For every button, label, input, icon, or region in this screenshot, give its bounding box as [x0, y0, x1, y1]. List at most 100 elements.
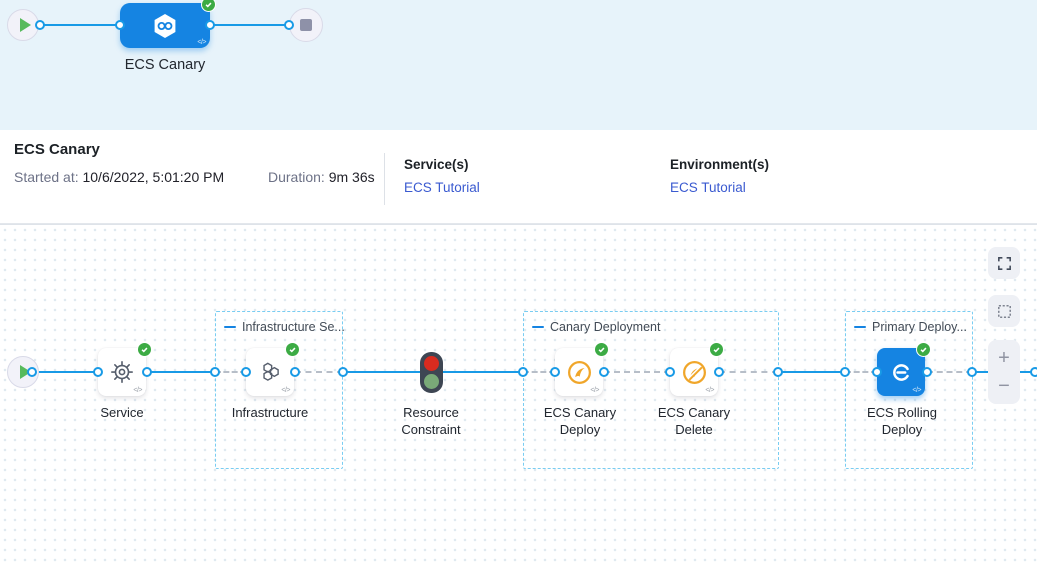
edge — [778, 370, 845, 373]
step-label-ecs-canary-delete: ECS Canary Delete — [657, 405, 731, 437]
marquee-select-button[interactable] — [988, 295, 1020, 327]
connector-dot — [27, 367, 37, 377]
started-label: Started at: — [14, 169, 79, 185]
marquee-select-icon — [997, 304, 1011, 318]
divider — [384, 153, 385, 205]
connector-dot — [922, 367, 932, 377]
step-label-resource-constraint: Resource Constraint — [401, 405, 461, 437]
ecs-rolling-icon — [892, 363, 909, 381]
environments-link[interactable]: ECS Tutorial — [670, 180, 746, 195]
success-check-icon — [285, 342, 300, 357]
zoom-control: + − — [988, 340, 1020, 404]
edge-dashed — [719, 371, 778, 373]
edge-dashed — [295, 371, 343, 373]
traffic-light-green-icon — [424, 374, 439, 390]
traffic-light-red-icon — [424, 355, 439, 371]
success-check-icon — [709, 342, 724, 357]
stage-strip: </> ECS Canary — [0, 0, 1037, 130]
edge — [147, 370, 215, 373]
connector-dot — [205, 20, 215, 30]
group-collapse-primary-deployment[interactable]: Primary Deploy... — [854, 320, 967, 334]
fullscreen-icon — [997, 256, 1011, 270]
zoom-out-button[interactable]: − — [998, 375, 1010, 397]
step-label-ecs-canary-deploy: ECS Canary Deploy — [543, 405, 617, 437]
code-template-icon: </> — [912, 387, 921, 394]
edge-dashed — [604, 371, 670, 373]
group-collapse-infrastructure[interactable]: Infrastructure Se... — [224, 320, 345, 334]
edge — [32, 370, 98, 373]
services-heading: Service(s) — [404, 157, 469, 172]
step-node-infrastructure[interactable]: </> — [246, 342, 300, 396]
gear-icon — [111, 361, 133, 383]
connector-dot — [872, 367, 882, 377]
group-label: Canary Deployment — [550, 320, 661, 334]
stage-node-ecs-canary[interactable]: </> — [120, 0, 216, 48]
connector-dot — [967, 367, 977, 377]
fullscreen-button[interactable] — [988, 247, 1020, 279]
canary-deploy-icon — [567, 360, 591, 384]
group-primary-deployment: Primary Deploy... — [845, 311, 973, 469]
connector-dot — [35, 20, 45, 30]
execution-title: ECS Canary — [14, 141, 100, 158]
stage-edge — [40, 23, 120, 26]
connector-dot — [142, 367, 152, 377]
step-node-resource-constraint[interactable] — [420, 352, 443, 393]
step-node-ecs-rolling-deploy[interactable]: </> — [877, 342, 931, 396]
connector-dot — [290, 367, 300, 377]
code-template-icon: </> — [197, 39, 206, 46]
connector-dot — [714, 367, 724, 377]
edge-dashed — [523, 371, 555, 373]
code-template-icon: </> — [705, 387, 714, 394]
connector-dot — [210, 367, 220, 377]
edge-dashed — [215, 371, 246, 373]
connector-dot — [284, 20, 294, 30]
connector-dot — [1030, 367, 1037, 377]
connector-dot — [840, 367, 850, 377]
step-node-ecs-canary-deploy[interactable]: </> — [555, 342, 609, 396]
canary-delete-icon — [682, 360, 706, 384]
connector-dot — [773, 367, 783, 377]
connector-dot — [518, 367, 528, 377]
environments-heading: Environment(s) — [670, 157, 770, 172]
group-infrastructure: Infrastructure Se... — [215, 311, 345, 469]
step-node-service[interactable]: </> — [98, 342, 152, 396]
success-check-icon — [594, 342, 609, 357]
connector-dot — [550, 367, 560, 377]
services-link[interactable]: ECS Tutorial — [404, 180, 480, 195]
pipeline-end-button[interactable] — [289, 8, 323, 42]
stop-icon — [300, 19, 312, 31]
connector-dot — [338, 367, 348, 377]
play-icon — [19, 365, 31, 379]
code-template-icon: </> — [281, 387, 290, 394]
group-collapse-canary-deployment[interactable]: Canary Deployment — [532, 320, 660, 334]
stage-label: ECS Canary — [124, 57, 206, 73]
group-label: Primary Deploy... — [872, 320, 967, 334]
collapse-minus-icon — [224, 326, 236, 328]
edge — [442, 370, 523, 373]
pipeline-start-button[interactable] — [7, 9, 39, 41]
group-canary-deployment: Canary Deployment — [523, 311, 779, 469]
success-check-icon — [137, 342, 152, 357]
step-label-ecs-rolling-deploy: ECS Rolling Deploy — [866, 405, 938, 437]
connector-dot — [241, 367, 251, 377]
hexagons-icon — [263, 362, 279, 381]
connector-dot — [93, 367, 103, 377]
started-value: 10/6/2022, 5:01:20 PM — [82, 169, 225, 185]
execution-graph-canvas[interactable]: Infrastructure Se... Canary Deployment P… — [0, 224, 1037, 564]
code-template-icon: </> — [133, 387, 142, 394]
edge-dashed — [845, 371, 877, 373]
duration-value: 9m 36s — [328, 169, 375, 185]
code-template-icon: </> — [590, 387, 599, 394]
connector-dot — [115, 20, 125, 30]
stage-edge — [210, 23, 289, 26]
collapse-minus-icon — [854, 326, 866, 328]
step-label-service: Service — [100, 405, 144, 420]
edge-dashed — [927, 371, 972, 373]
step-node-ecs-canary-delete[interactable]: </> — [670, 342, 724, 396]
connector-dot — [599, 367, 609, 377]
step-label-infrastructure: Infrastructure — [231, 405, 309, 420]
duration-label: Duration: — [268, 169, 325, 185]
play-icon — [19, 18, 31, 32]
zoom-in-button[interactable]: + — [998, 347, 1010, 369]
